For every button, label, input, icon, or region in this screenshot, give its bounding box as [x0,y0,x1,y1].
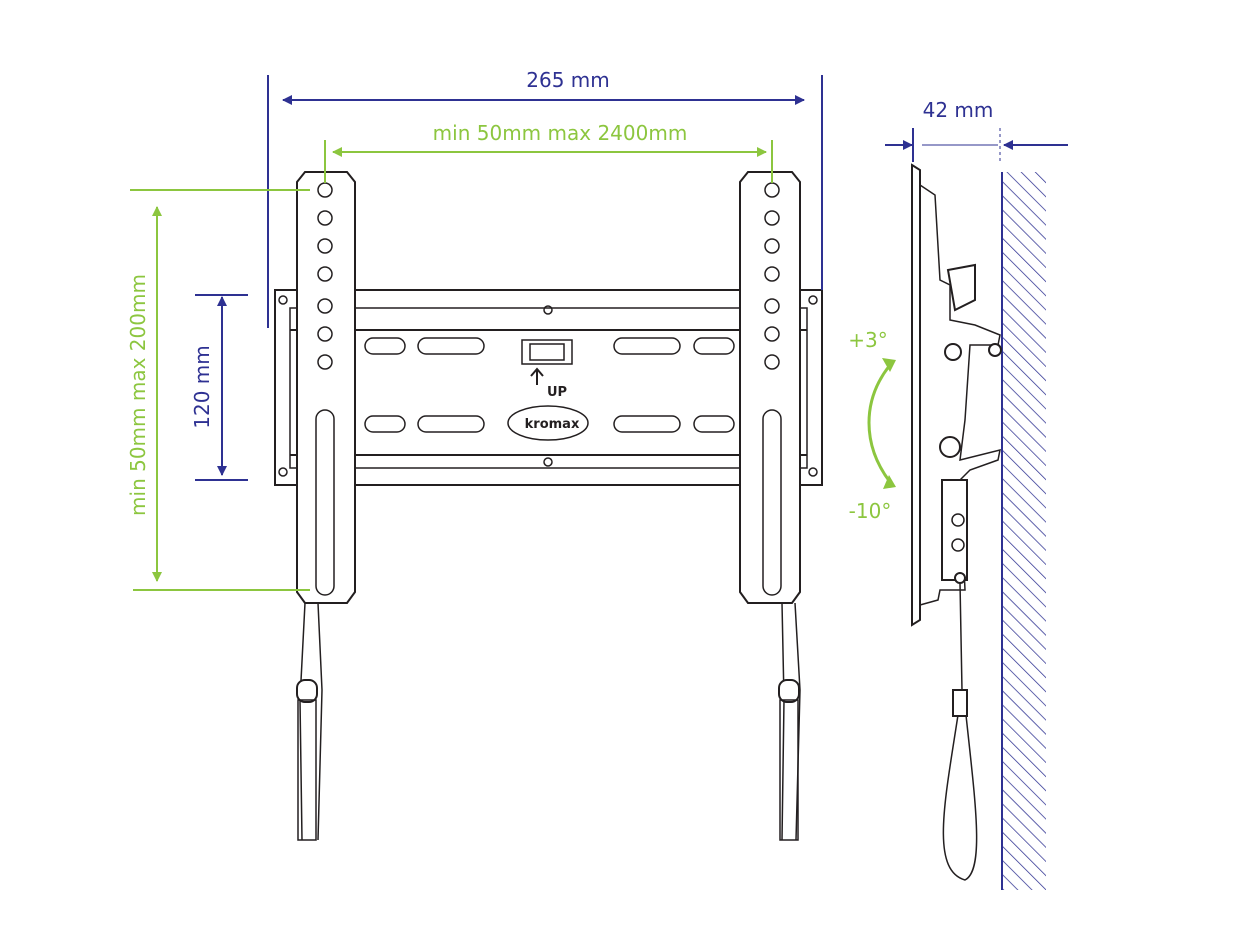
dimension-42mm: 42 mm [885,98,1068,162]
wall-rail: UP kromax [274,289,823,486]
tilt-down-label: -10° [849,499,892,523]
tilt-up-label: +3° [848,328,887,352]
tilt-down-arrow-icon [883,475,896,489]
front-view: UP kromax [274,171,823,841]
wall-hatching [1002,172,1046,890]
overall-width-label: 265 mm [526,68,610,92]
dimension-horizontal-vesa: min 50mm max 2400mm [324,121,773,183]
vertical-spacing-label: 120 mm [190,345,214,429]
up-label: UP [547,385,567,400]
tilt-indicator: +3° -10° [848,328,896,523]
tilt-up-arrow-icon [882,358,896,372]
horizontal-vesa-label: min 50mm max 2400mm [433,121,688,145]
dimension-120mm: 120 mm [190,294,248,481]
right-tv-bracket [739,171,801,841]
dimension-265mm: 265 mm [267,68,823,328]
left-tv-bracket [296,171,356,841]
logo-text: kromax [525,417,580,432]
vertical-vesa-label: min 50mm max 200mm [126,274,150,516]
up-arrow-icon [530,367,544,385]
side-view [911,163,1046,890]
kromax-logo [507,405,589,441]
wall-distance-label: 42 mm [923,98,994,122]
dimension-vertical-vesa: min 50mm max 200mm [126,189,310,591]
